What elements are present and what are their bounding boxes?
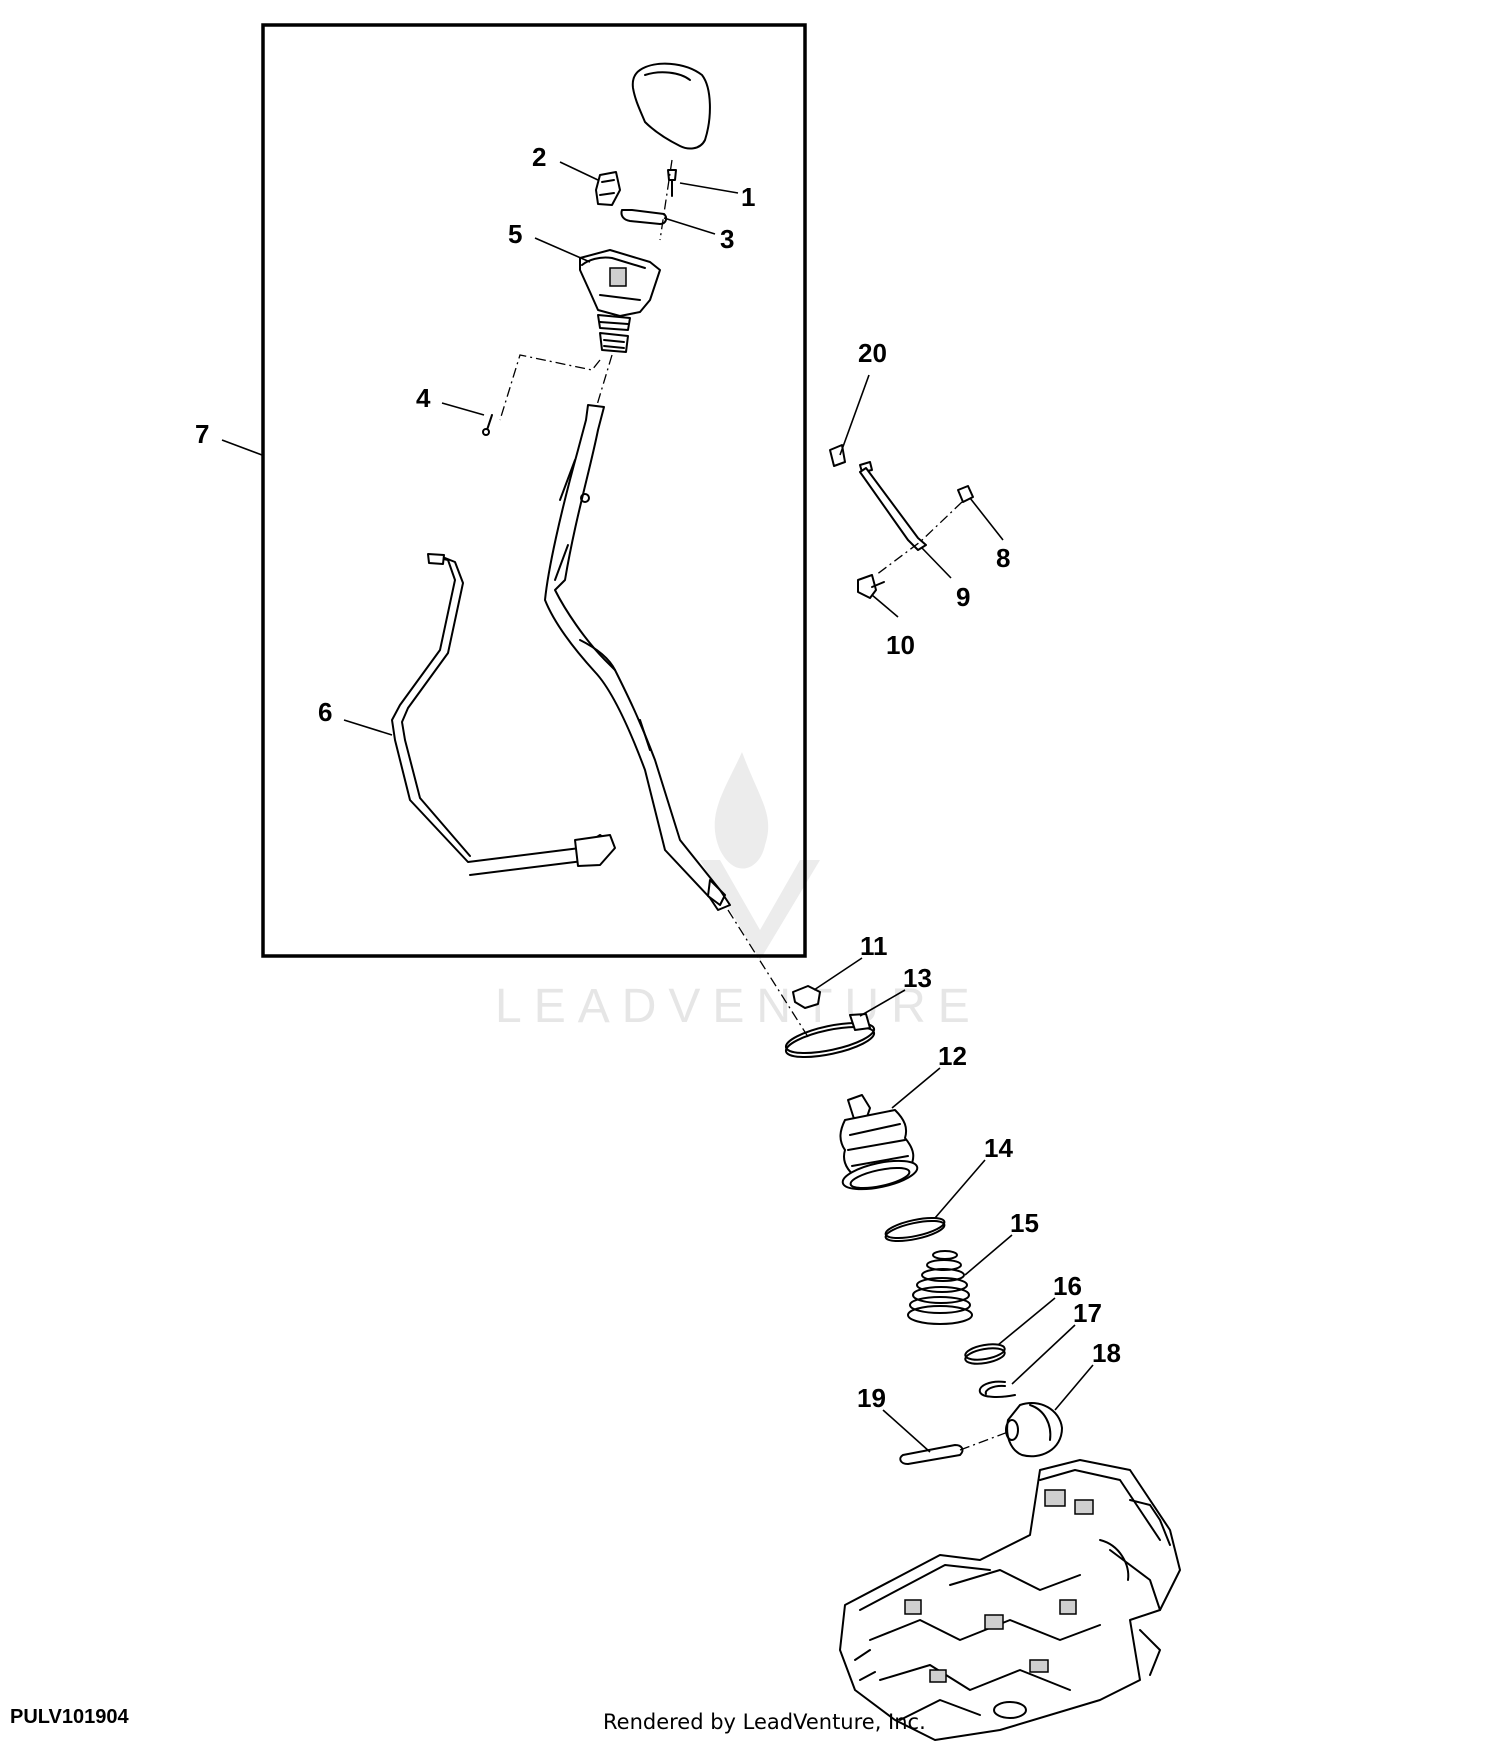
callout-13: 13 bbox=[903, 963, 932, 993]
callout-11: 11 bbox=[860, 931, 888, 961]
ring-part-14 bbox=[884, 1216, 946, 1243]
figure-code: PULV101904 bbox=[10, 1706, 129, 1728]
lever-handle bbox=[579, 249, 661, 353]
callout-12: 12 bbox=[938, 1041, 967, 1071]
callout-10: 10 bbox=[886, 630, 915, 660]
transmission-housing bbox=[839, 1459, 1181, 1741]
callout-19: 19 bbox=[857, 1383, 886, 1413]
pin-part-19 bbox=[899, 1431, 1009, 1465]
shift-knob bbox=[631, 62, 711, 150]
callout-15: 15 bbox=[1010, 1208, 1039, 1238]
linkage-group bbox=[829, 444, 974, 599]
callout-4: 4 bbox=[416, 383, 431, 413]
callout-7: 7 bbox=[195, 419, 209, 449]
shift-lever bbox=[544, 354, 811, 1041]
callout-17: 17 bbox=[1073, 1298, 1102, 1328]
callout-5: 5 bbox=[508, 219, 522, 249]
leader-lines bbox=[221, 161, 1094, 1453]
callout-3: 3 bbox=[720, 224, 734, 254]
callout-16: 16 bbox=[1053, 1271, 1082, 1301]
assembly-box bbox=[261, 23, 807, 958]
callouts: 1 2 3 4 5 6 7 8 9 10 11 12 13 14 15 16 1… bbox=[195, 142, 1121, 1413]
watermark-text: LEADVENTURE bbox=[495, 980, 982, 1033]
boot-part bbox=[839, 1094, 919, 1191]
clip-part bbox=[595, 171, 621, 206]
clamp-part bbox=[784, 1013, 876, 1059]
callout-8: 8 bbox=[996, 543, 1010, 573]
callout-20: 20 bbox=[858, 338, 887, 368]
snap-ring-part bbox=[978, 1380, 1016, 1398]
callout-18: 18 bbox=[1092, 1338, 1121, 1368]
nut-part bbox=[792, 985, 821, 1009]
ball-part bbox=[1005, 1402, 1063, 1458]
callout-1: 1 bbox=[741, 182, 755, 212]
callout-14: 14 bbox=[984, 1133, 1013, 1163]
spring-part bbox=[907, 1250, 973, 1325]
pin-part-3 bbox=[620, 209, 668, 225]
render-credit: Rendered by LeadVenture, Inc. bbox=[603, 1710, 926, 1734]
screw-part-1 bbox=[667, 169, 677, 197]
callout-2: 2 bbox=[532, 142, 546, 172]
callout-6: 6 bbox=[318, 697, 332, 727]
watermark: LEADVENTURE bbox=[495, 752, 982, 1033]
washer-part bbox=[964, 1343, 1006, 1365]
pin-part-4 bbox=[482, 414, 493, 436]
pin-axis-4 bbox=[499, 354, 601, 421]
callout-9: 9 bbox=[956, 582, 970, 612]
cable-part bbox=[391, 553, 616, 876]
